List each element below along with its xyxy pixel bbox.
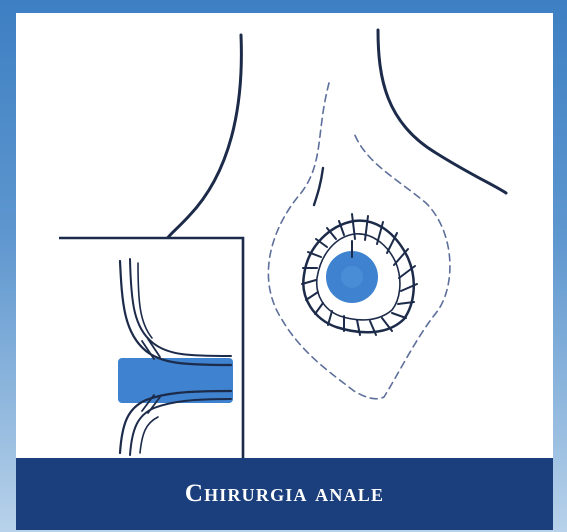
figure-caption: Chirurgia anale — [185, 480, 384, 508]
inset-cross-section — [59, 238, 243, 458]
caption-bar: Chirurgia anale — [16, 458, 553, 530]
anal-surgery-illustration — [16, 13, 553, 458]
left-buttock-contour — [167, 35, 241, 239]
figure-card: Chirurgia anale — [16, 13, 553, 530]
gluteal-cleft-line — [314, 168, 323, 205]
right-buttock-contour — [378, 30, 506, 193]
skin-outline-dashed — [268, 83, 450, 399]
